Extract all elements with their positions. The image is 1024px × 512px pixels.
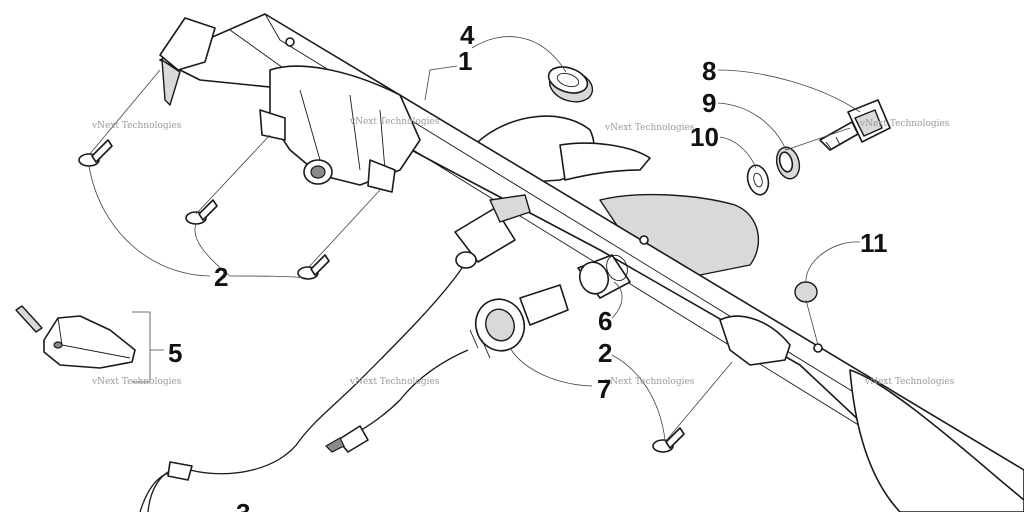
screw-3 [297, 254, 330, 280]
callout-8: 8 [702, 56, 716, 86]
hole-plug [794, 281, 818, 303]
hex-nut [775, 146, 801, 180]
callout-7: 7 [597, 374, 611, 404]
ignition-key [819, 99, 891, 151]
screw-1 [78, 139, 113, 167]
watermarks: vNext Technologies vNext Technologies vN… [91, 117, 955, 387]
bushing [577, 254, 631, 299]
watermark: vNext Technologies [349, 377, 440, 387]
handlebar-housing [159, 13, 1024, 512]
callout-6: 6 [598, 306, 612, 336]
watermark: vNext Technologies [91, 121, 182, 131]
screw-4 [652, 427, 685, 453]
watermark: vNext Technologies [604, 123, 695, 133]
callout-2: 2 [214, 262, 228, 292]
callout-5: 5 [168, 338, 182, 368]
callout-3: 3 [236, 498, 250, 512]
callout-9: 9 [702, 88, 716, 118]
callouts: 4 1 2 5 6 2 7 8 9 10 11 3 [168, 20, 888, 512]
lock-washer [746, 164, 770, 196]
lever-bracket [15, 305, 136, 369]
watermark: vNext Technologies [91, 377, 182, 387]
callout-11: 11 [860, 228, 888, 258]
screws [78, 139, 685, 453]
watermark: vNext Technologies [864, 377, 955, 387]
watermark: vNext Technologies [349, 117, 440, 127]
leader-lines [88, 36, 861, 443]
switch-harness [139, 194, 531, 512]
grommet-ring [547, 66, 594, 103]
callout-10: 10 [690, 122, 719, 152]
callout-2b: 2 [598, 338, 612, 368]
callout-1: 1 [458, 46, 472, 76]
screw-2 [185, 199, 218, 225]
ignition-switch [469, 284, 569, 359]
callout-4: 4 [460, 20, 475, 50]
watermark: vNext Technologies [859, 119, 950, 129]
watermark: vNext Technologies [604, 377, 695, 387]
